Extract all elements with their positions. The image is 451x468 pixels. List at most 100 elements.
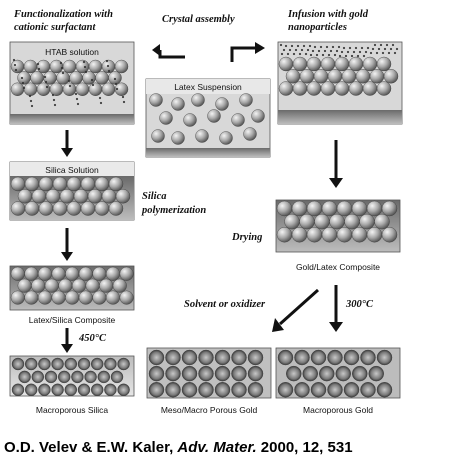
pore [57,370,71,384]
latex-sphere [291,200,308,217]
surfactant-dot [99,101,103,105]
latex-sphere [376,81,392,96]
latex-substrate [146,148,270,157]
gold-nanoparticle [375,51,379,55]
surfactant-dot [106,64,110,68]
latex-sphere [30,71,44,85]
gold-nanoparticle [280,52,284,56]
gold-nanoparticle [350,54,354,58]
latex-sphere [105,266,120,281]
surfactant-dot [12,58,16,62]
pore [11,357,25,371]
pore [84,370,97,384]
latex-sphere [231,113,245,127]
latex-sphere [366,227,383,243]
latex-sphere [314,213,330,230]
meso-macro-caption: Meso/Macro Porous Gold [161,405,258,415]
gold-infusion-spheres [278,43,399,96]
pore [247,349,264,366]
pore [277,349,294,366]
infusion-label-line2: nanoparticles [288,22,347,33]
surfactant-dot [29,99,33,103]
surfactant-dot [44,80,48,84]
latex-sphere [59,189,75,204]
pore [71,370,84,384]
surfactant-dot [82,60,86,64]
latex-sphere [17,189,33,204]
latex-sphere [381,227,398,243]
surfactant-dot [43,75,47,79]
latex-sphere [10,59,25,74]
latex-sphere [320,81,336,96]
latex-sphere [366,200,383,217]
latex-sphere [49,82,64,96]
latex-sphere [31,189,47,204]
latex-sphere [327,69,343,84]
arrow-to-htab [158,50,185,59]
gold-infusion-panel [277,41,403,125]
meso-macro-panel: Meso/Macro Porous Gold [146,347,272,415]
surfactant-dot [68,84,72,88]
arrow-gold-to-composite-head [329,178,343,188]
surfactant-dot [22,86,26,90]
pore [198,349,214,366]
gold-nanoparticle [371,47,375,51]
pore [77,383,91,396]
latex-sphere [51,266,66,281]
gold-nanoparticle [373,43,377,47]
pore [165,349,181,366]
silica-title-band [10,162,134,176]
pore [25,357,38,371]
latex-silica-panel: Latex/Silica Composite [9,265,135,325]
pore [327,382,343,398]
pore [90,383,104,396]
surfactant-dot [21,81,25,85]
surfactant-dot [36,62,40,66]
latex-sphere [359,213,375,230]
latex-sphere [336,200,353,217]
gold-nanoparticle [366,46,370,50]
pore [247,365,264,382]
silica-panel: Silica Solution [9,161,135,221]
surfactant-dot [75,97,79,101]
latex-sphere [278,81,294,96]
latex-sphere [10,201,26,216]
pore [97,370,111,384]
pore [214,382,231,398]
latex-sphere [374,213,390,230]
pore [90,357,104,371]
latex-sphere [114,82,129,96]
latex-sphere [149,93,163,107]
surfactant-dot [76,102,80,106]
latex-sphere [51,290,66,305]
gold-nanoparticle [327,53,331,57]
latex-sphere [159,111,173,125]
arrow-htab-to-silica-head [61,148,73,157]
latex-sphere [80,176,96,192]
latex-sphere [108,71,122,85]
latex-sphere [66,176,82,192]
latex-sphere [10,176,26,192]
macroporous-silica-caption: Macroporous Silica [36,405,109,415]
surfactant-dot [115,87,119,91]
gold-nanoparticle [393,51,397,55]
latex-sphere [195,129,209,143]
gold-nanoparticle [286,52,290,56]
latex-sphere [171,97,185,111]
gold-nanoparticle [389,47,393,51]
latex-sphere [58,278,73,293]
latex-sphere [362,81,378,96]
latex-sphere [45,189,61,204]
latex-sphere [108,201,124,216]
gold-nanoparticle [344,54,348,58]
latex-sphere [10,82,25,96]
latex-sphere [191,93,205,107]
surfactant-dot [98,96,102,100]
gold-nanoparticle [385,43,389,47]
gold-nanoparticle [300,48,304,52]
latex-sphere [24,201,40,216]
surfactant-dot [105,59,109,63]
latex-sphere [24,176,40,192]
gold-nanoparticle [294,48,298,52]
pore [343,349,360,366]
